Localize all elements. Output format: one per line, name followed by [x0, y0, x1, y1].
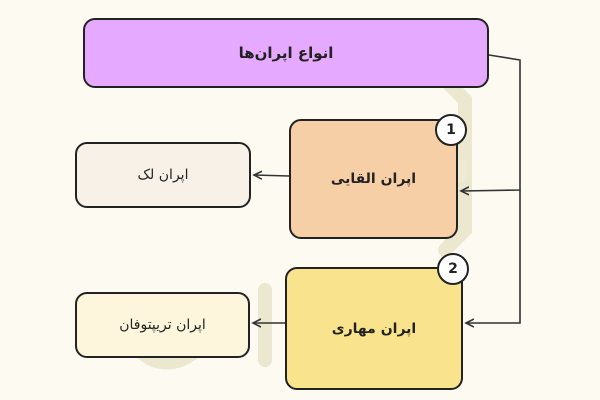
lac-operon-label: اپران لک — [137, 167, 189, 183]
induced-operon-node: اپران القایی — [289, 119, 458, 239]
lac-operon-node: اپران لک — [75, 142, 251, 208]
title-node: انواع اپران‌ها — [83, 18, 489, 88]
connector-induced-to-lac — [254, 175, 290, 176]
title-label: انواع اپران‌ها — [238, 44, 334, 62]
tryptophan-operon-label: اپران تریپتوفان — [119, 317, 206, 333]
connector-title-to-induced — [461, 54, 521, 191]
tryptophan-operon-node: اپران تریپتوفان — [75, 292, 250, 358]
number-badge-2: 2 — [437, 253, 469, 285]
number-badge-1: 1 — [435, 114, 467, 146]
number-badge-2-label: 2 — [448, 261, 458, 277]
repressible-operon-label: اپران مهاری — [331, 320, 417, 337]
number-badge-1-label: 1 — [446, 122, 456, 138]
connector-title-to-restrained — [466, 190, 521, 323]
induced-operon-label: اپران القایی — [330, 171, 417, 187]
repressible-operon-node: اپران مهاری — [285, 267, 463, 390]
